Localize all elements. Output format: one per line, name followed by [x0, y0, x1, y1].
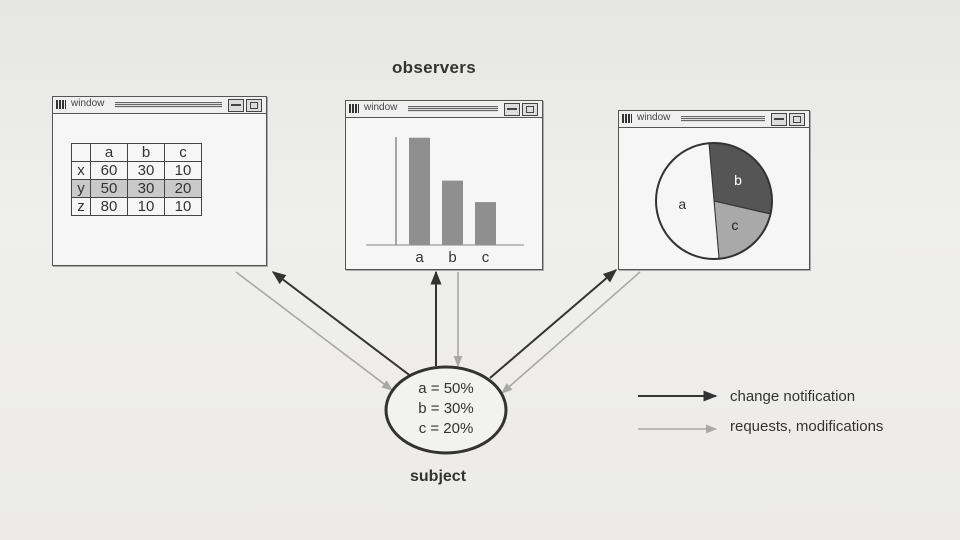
table-cell: 10 [127, 197, 165, 216]
minimize-icon[interactable] [228, 99, 244, 112]
column-header: b [127, 143, 165, 162]
column-header: a [90, 143, 128, 162]
pie-chart: b c a [655, 142, 773, 260]
minimize-icon[interactable] [504, 103, 520, 116]
bar-a [409, 137, 430, 245]
table-header-row: a b c [71, 143, 202, 162]
window-titlebar[interactable]: window [53, 97, 266, 114]
window-menu-icon[interactable] [622, 114, 632, 123]
table-cell: 10 [164, 161, 202, 180]
maximize-icon[interactable] [789, 113, 805, 126]
table-cell: 30 [127, 179, 165, 198]
bar-c [475, 202, 496, 245]
window-title: window [71, 98, 105, 109]
table-corner [71, 143, 91, 162]
pie-label-a: a [678, 196, 686, 212]
table-window: window a b c x 60 30 10 y 50 30 20 z 80 … [52, 96, 267, 266]
pie-label-c: c [731, 217, 738, 233]
notify-arrow-right [489, 269, 618, 379]
table-cell: 30 [127, 161, 165, 180]
request-arrow-right [501, 271, 641, 394]
legend-label-requests: requests, modifications [730, 418, 884, 435]
bar-label-b: b [448, 249, 456, 266]
pie-outline [655, 142, 773, 260]
table-row: z 80 10 10 [71, 197, 202, 216]
maximize-icon[interactable] [522, 103, 538, 116]
bar-label-a: a [415, 249, 424, 266]
subject-label: subject [410, 468, 467, 485]
titlebar-stripes [681, 116, 765, 122]
window-title: window [637, 112, 671, 123]
table-cell: 80 [90, 197, 128, 216]
table-cell: 50 [90, 179, 128, 198]
bar-label-c: c [482, 249, 490, 266]
row-label: y [71, 179, 91, 198]
pie-slice-a [655, 142, 720, 260]
column-header: c [164, 143, 202, 162]
table-cell: 10 [164, 197, 202, 216]
window-titlebar[interactable]: window [346, 101, 542, 118]
legend-label-notification: change notification [730, 388, 856, 405]
minimize-icon[interactable] [771, 113, 787, 126]
window-menu-icon[interactable] [349, 104, 359, 113]
row-label: x [71, 161, 91, 180]
bar-chart: a b c [366, 137, 524, 266]
table-row-highlighted: y 50 30 20 [71, 179, 202, 198]
request-arrow-left [235, 271, 393, 391]
pie-chart-window: window b c a [618, 110, 810, 270]
bar-chart-window: window a b c [345, 100, 543, 270]
maximize-icon[interactable] [246, 99, 262, 112]
titlebar-stripes [115, 102, 222, 108]
notify-arrow-left [271, 271, 413, 378]
pie-label-b: b [734, 172, 742, 188]
window-title: window [364, 102, 398, 113]
bar-b [442, 180, 463, 245]
window-menu-icon[interactable] [56, 100, 66, 109]
row-label: z [71, 197, 91, 216]
table-cell: 20 [164, 179, 202, 198]
table-row: x 60 30 10 [71, 161, 202, 180]
page-title: observers [392, 58, 476, 77]
table-cell: 60 [90, 161, 128, 180]
titlebar-stripes [408, 106, 498, 112]
window-titlebar[interactable]: window [619, 111, 809, 128]
data-table: a b c x 60 30 10 y 50 30 20 z 80 10 10 [71, 143, 202, 216]
